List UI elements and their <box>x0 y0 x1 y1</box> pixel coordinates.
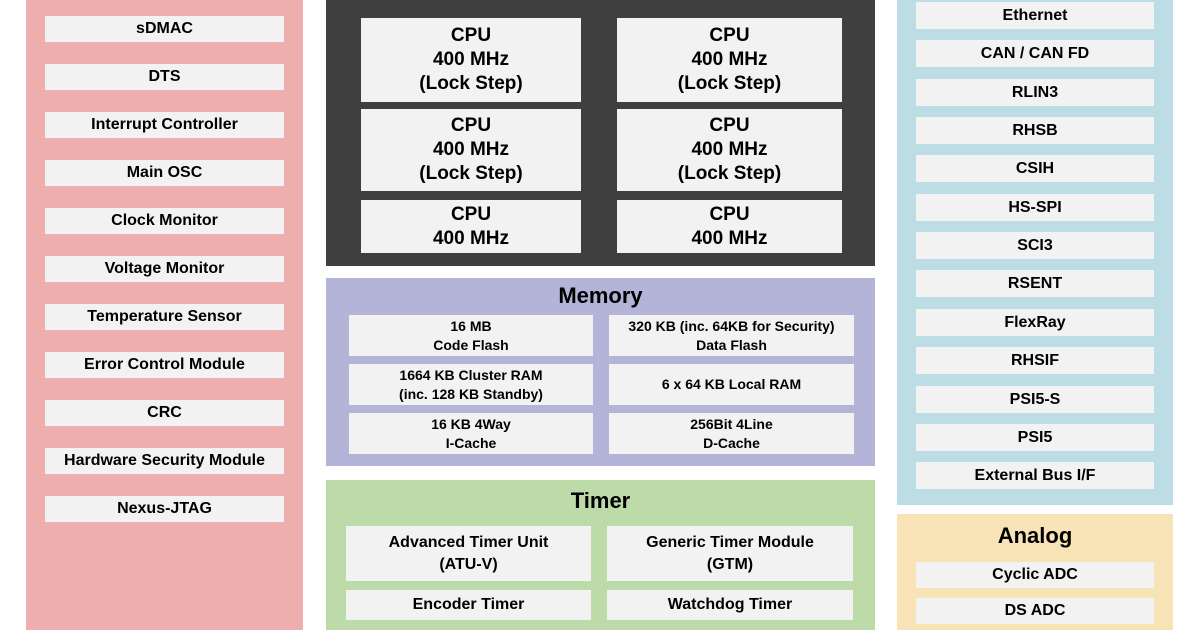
block-atu-v: Advanced Timer Unit (ATU-V) <box>346 526 591 581</box>
block-nexus-jtag: Nexus-JTAG <box>45 496 284 522</box>
memory-title: Memory <box>558 283 643 308</box>
memory-panel: Memory 16 MB Code Flash 320 KB (inc. 64K… <box>326 278 875 466</box>
communication-peripherals-panel: Ethernet CAN / CAN FD RLIN3 RHSB CSIH HS… <box>897 0 1173 505</box>
block-error-control-module: Error Control Module <box>45 352 284 378</box>
block-can-fd: CAN / CAN FD <box>916 40 1154 67</box>
cpu-core-4: CPU 400 MHz (Lock Step) <box>617 109 842 191</box>
block-csih: CSIH <box>916 155 1154 182</box>
block-psi5: PSI5 <box>916 424 1154 451</box>
block-ethernet: Ethernet <box>916 2 1154 29</box>
block-cluster-ram: 1664 KB Cluster RAM (inc. 128 KB Standby… <box>349 364 593 405</box>
analog-title: Analog <box>997 523 1073 548</box>
block-hardware-security-module: Hardware Security Module <box>45 448 284 474</box>
block-cyclic-adc: Cyclic ADC <box>916 562 1154 588</box>
timer-panel: Timer Advanced Timer Unit (ATU-V) Generi… <box>326 480 875 630</box>
block-sci3: SCI3 <box>916 232 1154 259</box>
block-dts: DTS <box>45 64 284 90</box>
block-rlin3: RLIN3 <box>916 79 1154 106</box>
block-sdmac: sDMAC <box>45 16 284 42</box>
cpu-core-3: CPU 400 MHz (Lock Step) <box>361 109 581 191</box>
block-flexray: FlexRay <box>916 309 1154 336</box>
block-temperature-sensor: Temperature Sensor <box>45 304 284 330</box>
block-interrupt-controller: Interrupt Controller <box>45 112 284 138</box>
block-ds-adc: DS ADC <box>916 598 1154 624</box>
timer-title: Timer <box>570 488 631 513</box>
block-data-flash: 320 KB (inc. 64KB for Security) Data Fla… <box>609 315 854 356</box>
block-local-ram: 6 x 64 KB Local RAM <box>609 364 854 405</box>
block-psi5-s: PSI5-S <box>916 386 1154 413</box>
cpu-core-6: CPU 400 MHz <box>617 200 842 253</box>
block-crc: CRC <box>45 400 284 426</box>
block-voltage-monitor: Voltage Monitor <box>45 256 284 282</box>
system-peripherals-panel: sDMAC DTS Interrupt Controller Main OSC … <box>26 0 303 630</box>
block-rsent: RSENT <box>916 270 1154 297</box>
cpu-core-2: CPU 400 MHz (Lock Step) <box>617 18 842 102</box>
block-external-bus-if: External Bus I/F <box>916 462 1154 489</box>
block-watchdog-timer: Watchdog Timer <box>607 590 853 620</box>
block-code-flash: 16 MB Code Flash <box>349 315 593 356</box>
block-rhsif: RHSIF <box>916 347 1154 374</box>
block-clock-monitor: Clock Monitor <box>45 208 284 234</box>
block-hs-spi: HS-SPI <box>916 194 1154 221</box>
block-encoder-timer: Encoder Timer <box>346 590 591 620</box>
cpu-core-1: CPU 400 MHz (Lock Step) <box>361 18 581 102</box>
analog-panel: Analog Cyclic ADC DS ADC <box>897 514 1173 630</box>
block-main-osc: Main OSC <box>45 160 284 186</box>
cpu-cluster-panel: CPU 400 MHz (Lock Step) CPU 400 MHz (Loc… <box>326 0 875 266</box>
cpu-core-5: CPU 400 MHz <box>361 200 581 253</box>
block-rhsb: RHSB <box>916 117 1154 144</box>
block-i-cache: 16 KB 4Way I-Cache <box>349 413 593 454</box>
block-d-cache: 256Bit 4Line D-Cache <box>609 413 854 454</box>
block-gtm: Generic Timer Module (GTM) <box>607 526 853 581</box>
